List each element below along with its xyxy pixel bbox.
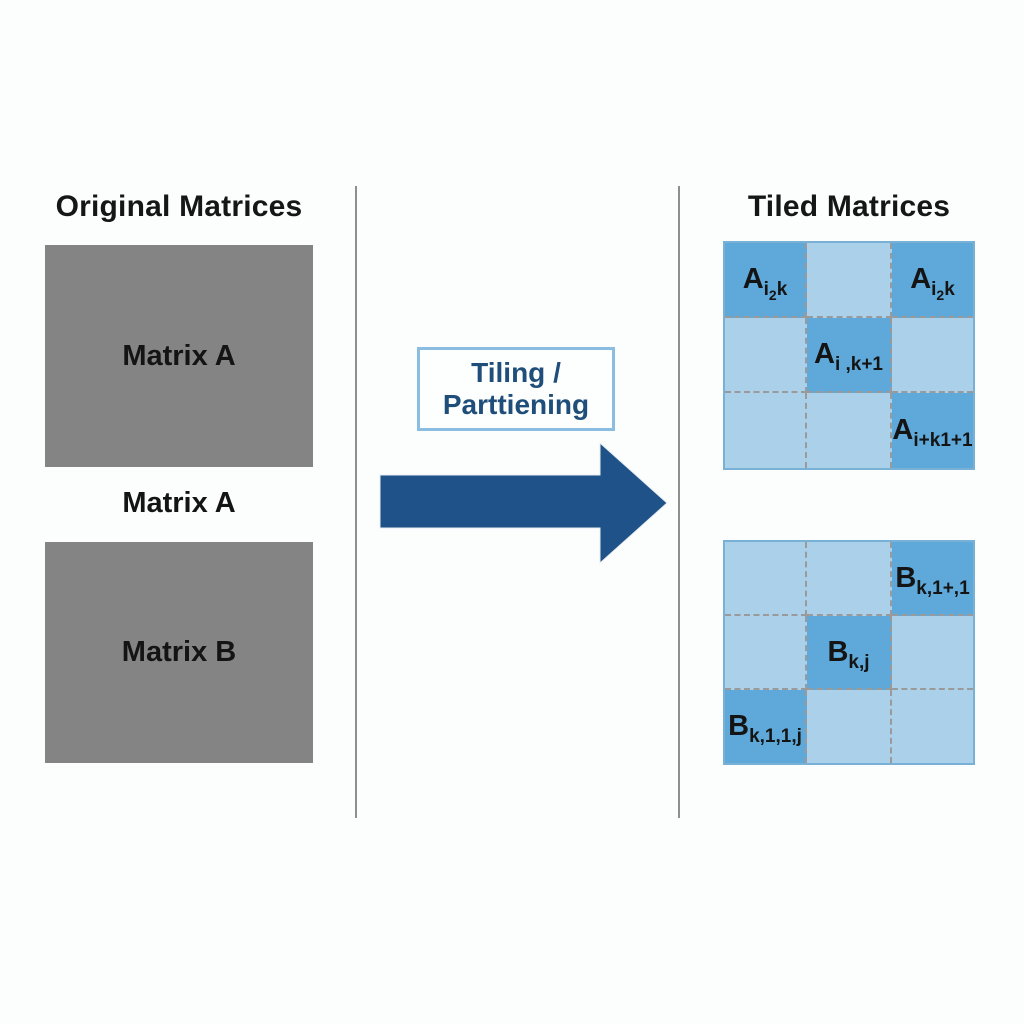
tiling-box-line1: Tiling /: [471, 357, 561, 389]
tile-cell: Bk,1,1,j: [725, 690, 807, 763]
tile-label: Ai+k1+1: [892, 414, 973, 451]
tile-cell: [725, 616, 807, 690]
matrix-a-label: Matrix A: [122, 339, 236, 372]
tile-label: Ai ,k+1: [813, 338, 884, 375]
tiling-partitioning-box: Tiling / Parttiening: [417, 347, 615, 431]
tile-cell: [725, 393, 807, 468]
divider-line-left: [355, 186, 357, 818]
matrix-b-box: Matrix B: [45, 542, 313, 763]
tiled-matrices-title: Tiled Matrices: [747, 190, 951, 223]
right-arrow-icon: [375, 438, 675, 570]
tile-label: Bk,1,1,j: [728, 710, 802, 747]
tile-label: Bk,1+,1: [895, 561, 970, 599]
tile-cell: [725, 542, 807, 616]
tile-cell: Bk,1+,1: [892, 542, 973, 616]
tile-cell: [725, 318, 807, 393]
tile-label: Bk,j: [827, 635, 870, 673]
matrix-a-mid-label: Matrix A: [122, 487, 236, 519]
tile-cell: Bk,j: [807, 616, 892, 690]
matrix-b-label: Matrix B: [121, 636, 237, 668]
tile-cell: Ai+k1+1: [892, 393, 973, 468]
original-matrices-title: Original Matrices: [55, 190, 303, 223]
divider-line-right: [678, 186, 680, 818]
tile-cell: [892, 616, 973, 690]
tile-label: Ai2k: [910, 263, 955, 303]
tile-label: Ai2k: [742, 263, 788, 303]
tile-cell: [807, 542, 892, 616]
tile-cell: [807, 690, 892, 763]
tile-cell: Ai ,k+1: [807, 318, 892, 393]
tile-cell: Ai2k: [892, 243, 973, 318]
tile-cell: [892, 690, 973, 763]
matrix-a-box: Matrix A: [45, 245, 313, 467]
tile-cell: [807, 393, 892, 468]
tiling-box-line2: Parttiening: [442, 389, 590, 420]
tile-cell: [892, 318, 973, 393]
tile-cell: Ai2k: [725, 243, 807, 318]
tile-cell: [807, 243, 892, 318]
